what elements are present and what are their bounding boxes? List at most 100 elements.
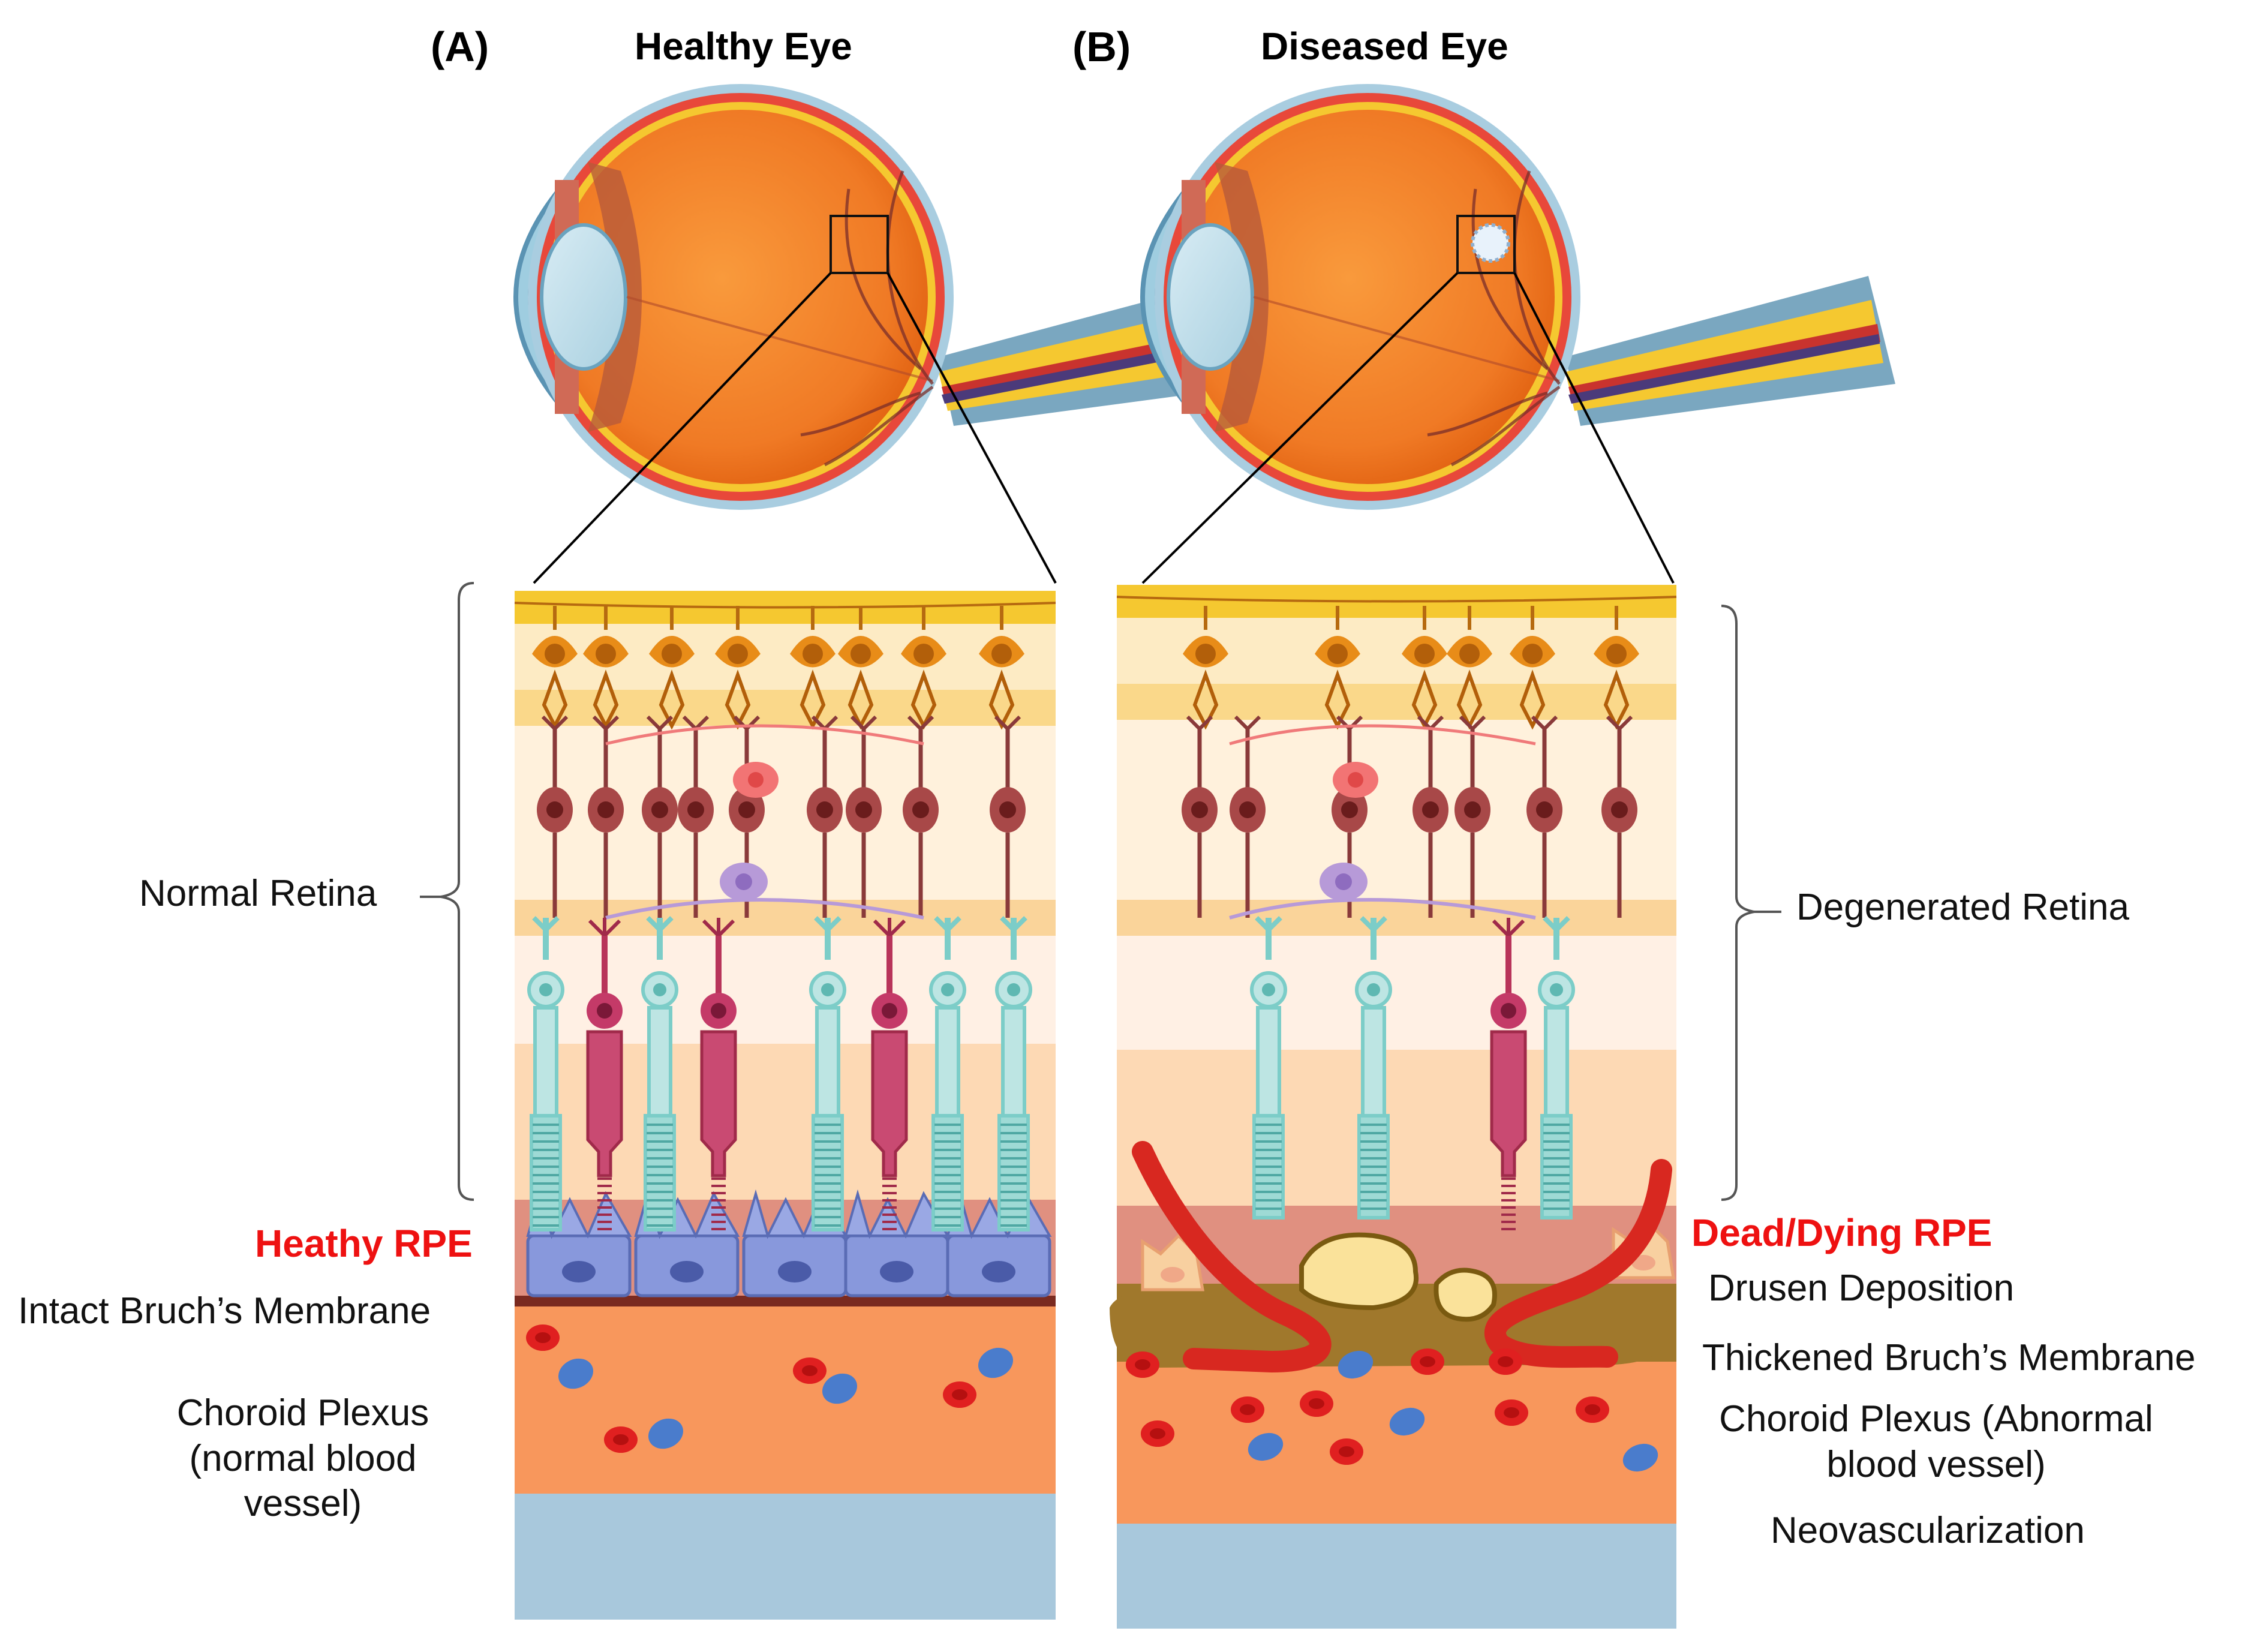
zoom-line-b-right [1513, 272, 1675, 584]
bipolar-nucleus [999, 801, 1016, 818]
choroid-normal-line-2: (normal blood [189, 1437, 417, 1479]
rod-nucleus [1007, 983, 1020, 996]
bipolar-nucleus [816, 801, 833, 818]
zoom-line-a-right [886, 272, 1057, 584]
white-blood-cell [1622, 1443, 1658, 1472]
ganglion-nucleus [545, 644, 565, 664]
bipolar-nucleus [1422, 801, 1439, 818]
ganglion-dendrite [659, 669, 685, 730]
rod-outer-segment [530, 1114, 562, 1232]
white-blood-cell [1248, 1432, 1284, 1461]
vitreous-body [554, 110, 928, 484]
cone-body [586, 1030, 623, 1178]
white-blood-cell [822, 1373, 858, 1404]
ganglion-dendrite [1192, 669, 1219, 730]
vitreous-body [1180, 110, 1555, 484]
bipolar-nucleus [738, 801, 755, 818]
retinal-vessel [800, 391, 921, 437]
bipolar-nucleus [855, 801, 872, 818]
neovascular-vessel [1132, 1141, 1332, 1373]
rod-outer-segment [931, 1114, 964, 1232]
ganglion-dendrite [542, 669, 568, 730]
neovascular-vessel [1484, 1159, 1672, 1368]
retinal-vessel [845, 188, 922, 370]
dying-rpe-nucleus [1161, 1267, 1185, 1282]
visual-axis [1253, 296, 1560, 382]
ganglion-nucleus [728, 644, 748, 664]
bipolar-nucleus [687, 801, 704, 818]
rod-inner-segment [935, 1006, 960, 1118]
rod-nucleus [1367, 983, 1380, 996]
cone-nucleus [597, 1003, 612, 1019]
rod-synapse [1255, 916, 1282, 933]
bipolar-nucleus [1191, 801, 1208, 818]
white-blood-cell [1338, 1350, 1374, 1379]
ganglion-nucleus [913, 644, 934, 664]
rod-nucleus [1550, 983, 1563, 996]
outer-plexiform-layer [1117, 900, 1676, 936]
dead-rpe-label: Dead/Dying RPE [1691, 1211, 1992, 1254]
degenerated-retina-label: Degenerated Retina [1796, 887, 2129, 928]
panel-b-letter: (B) [1072, 23, 1131, 70]
cone-nucleus [711, 1003, 726, 1019]
ganglion-dendrite [593, 669, 619, 730]
cone-body [871, 1030, 908, 1178]
drusen-spot [1471, 223, 1510, 263]
choroid-abnormal-label: Choroid Plexus (Abnormal blood vessel) [1684, 1396, 2188, 1487]
bipolar-nucleus [1611, 801, 1628, 818]
sclera-layer [1117, 1524, 1676, 1629]
retina-brackets [420, 582, 1781, 1201]
axon-bundle [1116, 596, 1677, 603]
red-blood-cell-center [535, 1332, 551, 1343]
horizontal-nucleus [735, 873, 752, 890]
bipolar-nucleus [912, 801, 929, 818]
red-blood-cell-center [952, 1389, 967, 1400]
red-blood-cell-center [1504, 1407, 1519, 1418]
retinal-vessel [886, 170, 934, 385]
cone-body [1490, 1030, 1527, 1178]
white-blood-cell [558, 1358, 594, 1389]
cone-nucleus [882, 1003, 897, 1019]
zoom-line-a-left [533, 272, 832, 584]
dying-rpe-cell [1141, 1233, 1204, 1291]
healthy-retina-cross-section [514, 591, 1056, 1620]
red-blood-cell-center [1150, 1428, 1165, 1439]
white-blood-cell [648, 1418, 684, 1449]
red-blood-cell-center [613, 1434, 629, 1445]
rod-inner-segment [647, 1006, 672, 1118]
red-blood-cell-center [1339, 1446, 1354, 1457]
ganglion-nucleus [596, 644, 616, 664]
bruch-membrane [515, 1296, 1056, 1306]
ganglion-dendrite [988, 669, 1015, 730]
rod-inner-segment [815, 1006, 840, 1118]
thickened-bruch-label: Thickened Bruch’s Membrane [1702, 1337, 2196, 1378]
rod-inner-segment [533, 1006, 558, 1118]
rod-synapse [1000, 916, 1027, 933]
choroid-abnormal-line-2: blood vessel) [1826, 1443, 2046, 1485]
outer-nuclear-layer [1117, 936, 1676, 1050]
drusen-deposit [1299, 1232, 1419, 1311]
magnify-box [1456, 215, 1516, 274]
panel-a-letter: (A) [431, 23, 489, 70]
panel-b-title: Diseased Eye [1261, 25, 1508, 68]
ganglion-dendrite [1411, 669, 1438, 730]
choroid-abnormal-line-1: Choroid Plexus (Abnormal [1719, 1398, 2153, 1440]
visual-axis [626, 296, 933, 382]
rod-synapse [1360, 916, 1387, 933]
ganglion-nucleus [991, 644, 1012, 664]
red-blood-cell-center [1585, 1404, 1600, 1415]
normal-retina-label: Normal Retina [139, 873, 377, 914]
lens [1167, 223, 1254, 371]
rod-nucleus [821, 983, 834, 996]
amacrine-nucleus [748, 772, 764, 788]
cone-synapse [588, 918, 621, 938]
rod-synapse [532, 916, 560, 933]
photoreceptor-layer [1117, 1050, 1676, 1206]
choroid-plexus [1117, 1362, 1676, 1524]
red-blood-cell-center [802, 1365, 818, 1376]
outer-nuclear-layer [515, 936, 1056, 1044]
rod-synapse [1543, 916, 1570, 933]
amacrine-nucleus [1348, 772, 1363, 788]
healthy-eye-illustration [513, 84, 1269, 510]
